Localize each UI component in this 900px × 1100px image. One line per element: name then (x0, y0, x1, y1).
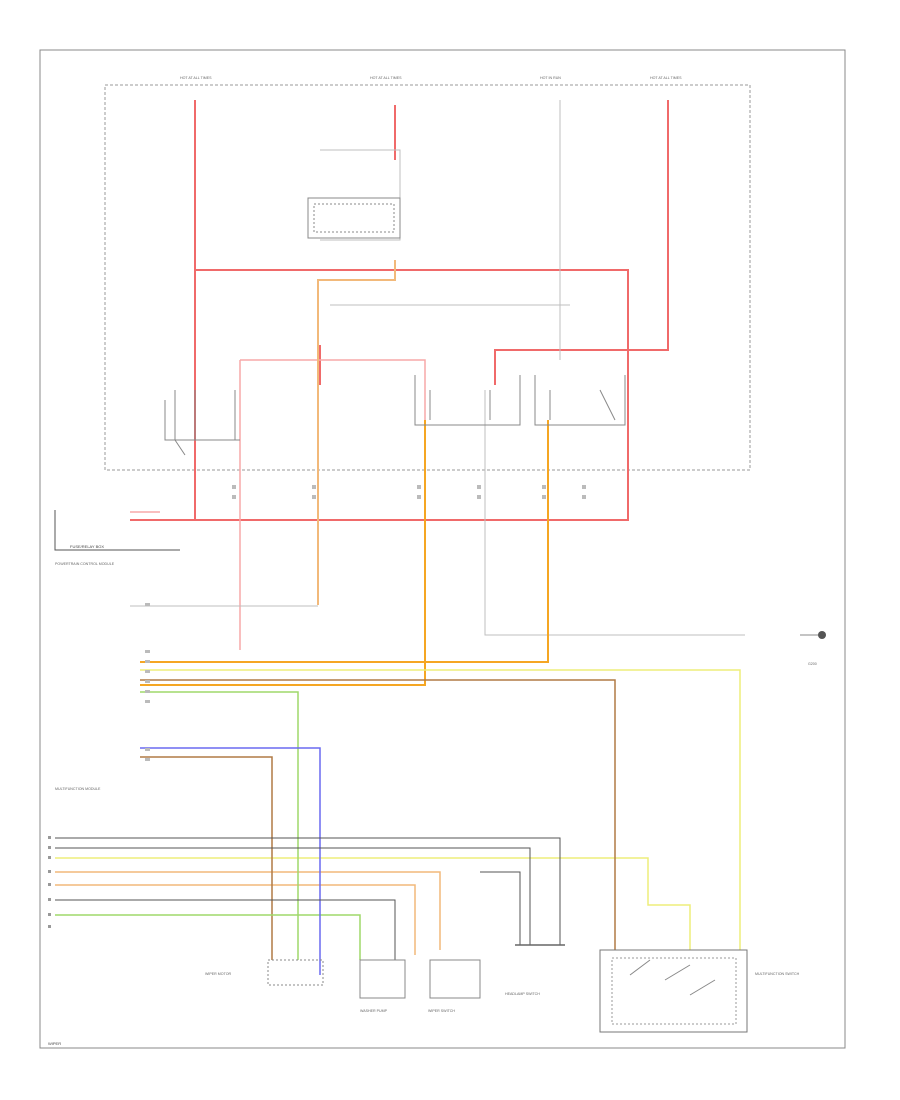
pink-wires (130, 359, 426, 650)
component-headlamp-switch: HEADLAMP SWITCH (505, 944, 565, 996)
fuse-label-3: HOT IN RUN (540, 76, 561, 80)
svg-text:FUSE/RELAY BOX: FUSE/RELAY BOX (70, 544, 104, 549)
fuse-block-enclosure (104, 84, 751, 471)
svg-text:WASHER PUMP: WASHER PUMP (360, 1009, 388, 1013)
footer-label: WIPER (48, 1041, 62, 1046)
svg-text:HOT IN RUN: HOT IN RUN (540, 76, 561, 80)
relay-middle (414, 375, 521, 426)
yellow-wires (55, 669, 741, 950)
module-pin-rows (145, 603, 150, 761)
green-wires (55, 691, 361, 960)
svg-text:HOT AT ALL TIMES: HOT AT ALL TIMES (650, 76, 682, 80)
brown-wires (55, 679, 616, 960)
blue-wires (140, 747, 321, 975)
component-multifunction-switch: MULTIFUNCTION SWITCH (599, 949, 800, 1033)
component-wiper-motor: WIPER MOTOR (205, 959, 324, 986)
svg-text:MULTIFUNCTION MODULE: MULTIFUNCTION MODULE (55, 787, 101, 791)
svg-text:WIPER SWITCH: WIPER SWITCH (428, 1009, 455, 1013)
svg-text:POWERTRAIN CONTROL MODULE: POWERTRAIN CONTROL MODULE (55, 562, 115, 566)
svg-text:HEADLAMP SWITCH: HEADLAMP SWITCH (505, 992, 540, 996)
connector-pins (232, 485, 586, 499)
svg-text:WIPER MOTOR: WIPER MOTOR (205, 972, 231, 976)
red-wires (130, 100, 669, 521)
relay-left (164, 390, 240, 456)
dark-wires (54, 510, 561, 960)
svg-text:HOT AT ALL TIMES: HOT AT ALL TIMES (370, 76, 402, 80)
page-border (39, 49, 846, 1049)
fuse-label-2: HOT AT ALL TIMES (370, 76, 402, 80)
relay-right (534, 375, 626, 426)
module-label: MULTIFUNCTION MODULE (55, 787, 101, 791)
junction-block-label: FUSE/RELAY BOX (70, 544, 104, 549)
fuse-label-4: HOT AT ALL TIMES (650, 76, 682, 80)
relay-box-top (307, 197, 401, 239)
component-wiper-switch: WIPER SWITCH (428, 959, 481, 1013)
orange-wires (140, 260, 549, 686)
fuse-label-1: HOT AT ALL TIMES (180, 76, 212, 80)
svg-text:HOT AT ALL TIMES: HOT AT ALL TIMES (180, 76, 212, 80)
component-washer-pump: WASHER PUMP (359, 959, 406, 1013)
svg-text:MULTIFUNCTION SWITCH: MULTIFUNCTION SWITCH (755, 972, 800, 976)
gray-wires (130, 100, 745, 636)
svg-text:G200: G200 (808, 662, 817, 666)
side-bus-pins (48, 836, 51, 928)
ground-symbol: G200 (800, 631, 826, 666)
ecm-block-label: POWERTRAIN CONTROL MODULE (55, 562, 115, 566)
